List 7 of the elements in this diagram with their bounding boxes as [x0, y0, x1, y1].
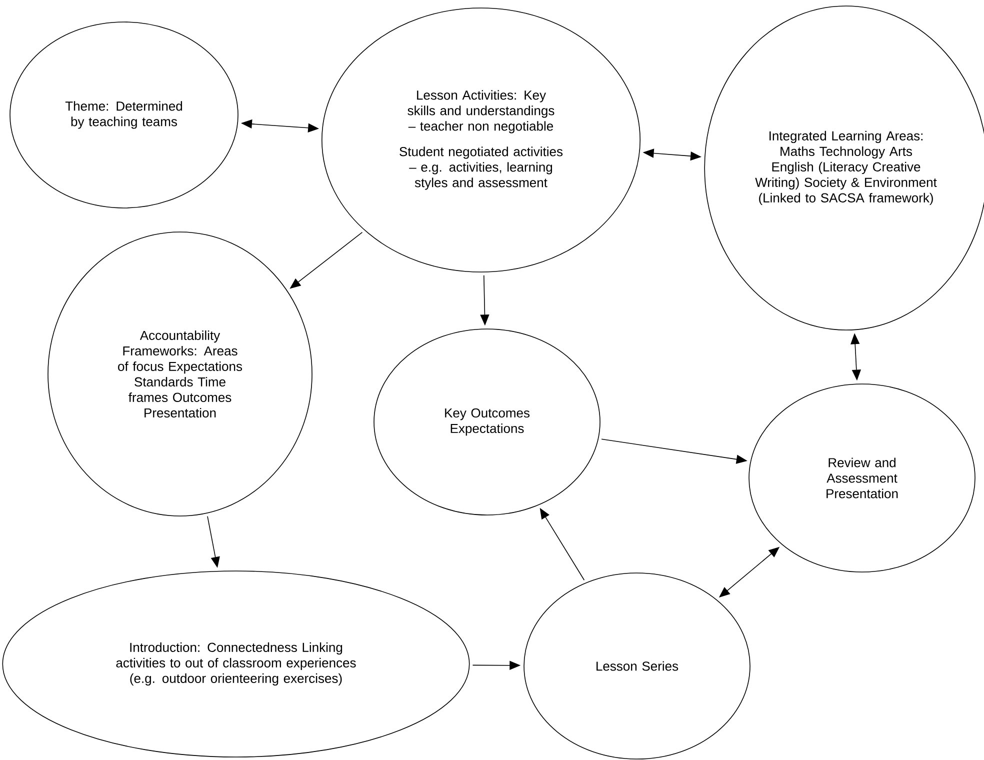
ellipse-node: Lesson Series — [524, 572, 750, 760]
ellipse-node: Lesson Activities: Key skills and understandings – teacher non negotiable Student negotiated activities – e.g. activities, learning styles and assessment — [322, 8, 640, 272]
ellipse-node: Introduction: Connectedness Linking activities to out of classroom experiences (e.g. outdoor orienteering exercises) — [2, 570, 470, 758]
ellipse-node: Theme: Determined by teaching teams — [10, 22, 238, 208]
ellipse-node: Key Outcomes Expectations — [374, 328, 600, 516]
ellipse-node: Review and Assessment Presentation — [748, 384, 976, 572]
ellipse-node: Accountability Frameworks: Areas of focus Expectations Standards Time frames Outcomes Presentation — [48, 232, 312, 516]
